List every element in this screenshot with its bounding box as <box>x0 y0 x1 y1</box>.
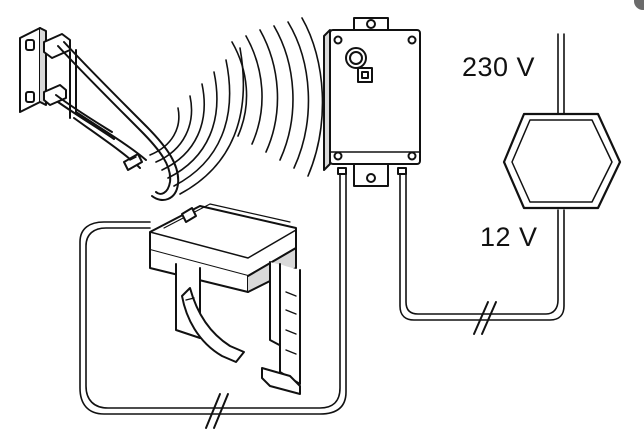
corner-badge <box>634 0 644 10</box>
wireless-signal-icon <box>149 17 324 195</box>
flush-valve-icon <box>149 203 301 395</box>
supply-voltage-label: 230 V <box>460 52 538 82</box>
cable-lines <box>79 33 565 429</box>
receiver-box-icon <box>323 17 421 187</box>
grab-bar-icon <box>19 27 180 201</box>
output-voltage-label: 12 V <box>478 222 540 252</box>
transformer-hexagon-icon <box>502 112 622 210</box>
